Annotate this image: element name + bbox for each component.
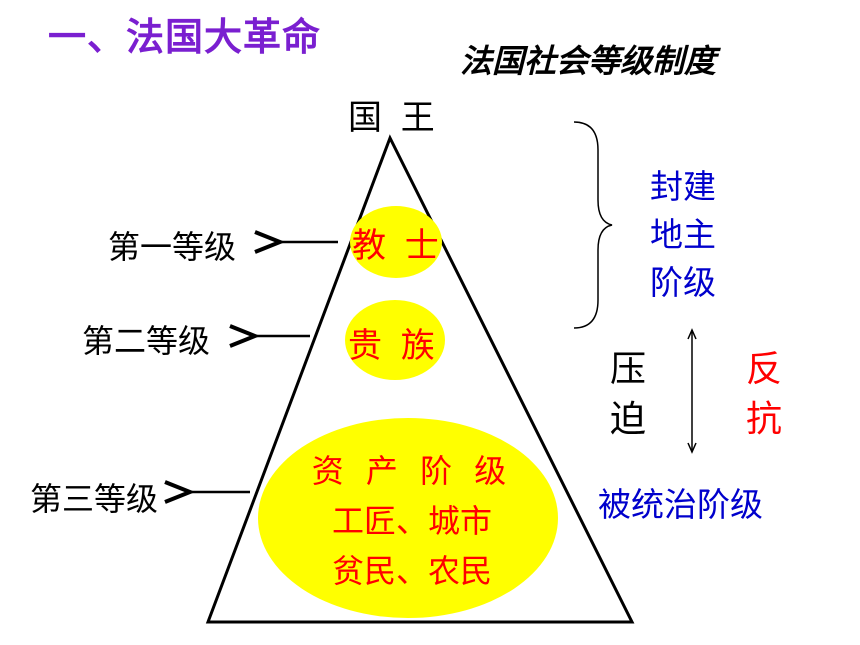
ruled-class-label: 被统治阶级 <box>598 485 763 524</box>
nobles-ellipse <box>345 300 445 380</box>
third-estate-ellipse <box>258 418 558 618</box>
feudal-landlord-label: 封建 <box>650 167 716 206</box>
resistance-label: 抗 <box>746 399 783 440</box>
third-estate-line: 工匠、城市 <box>331 502 492 540</box>
oppression-label: 压 <box>610 349 647 390</box>
king-label: 国 王 <box>348 98 439 138</box>
clergy-ellipse <box>350 206 442 278</box>
third-estate-line: 贫民、农民 <box>331 552 492 590</box>
third-estate-label: 第三等级 <box>30 480 159 518</box>
nobles-label: 贵 族 <box>348 326 439 366</box>
diagram-title: 法国社会等级制度 <box>460 42 717 80</box>
page-title: 一、法国大革命 <box>48 15 322 59</box>
feudal-landlord-label: 地主 <box>650 215 716 254</box>
clergy-label: 教 士 <box>352 226 443 266</box>
curly-brace <box>573 121 613 329</box>
pyramid-shape <box>205 134 635 624</box>
first-estate-label: 第一等级 <box>108 228 237 266</box>
oppression-label: 迫 <box>610 399 647 440</box>
double-arrow-top-head <box>687 328 697 340</box>
feudal-landlord-label: 阶级 <box>650 263 716 302</box>
second-estate-label: 第二等级 <box>82 322 211 360</box>
resistance-label: 反 <box>746 349 783 390</box>
third-estate-line: 资 产 阶 级 <box>311 452 513 490</box>
double-arrow-bottom-head <box>687 442 697 454</box>
